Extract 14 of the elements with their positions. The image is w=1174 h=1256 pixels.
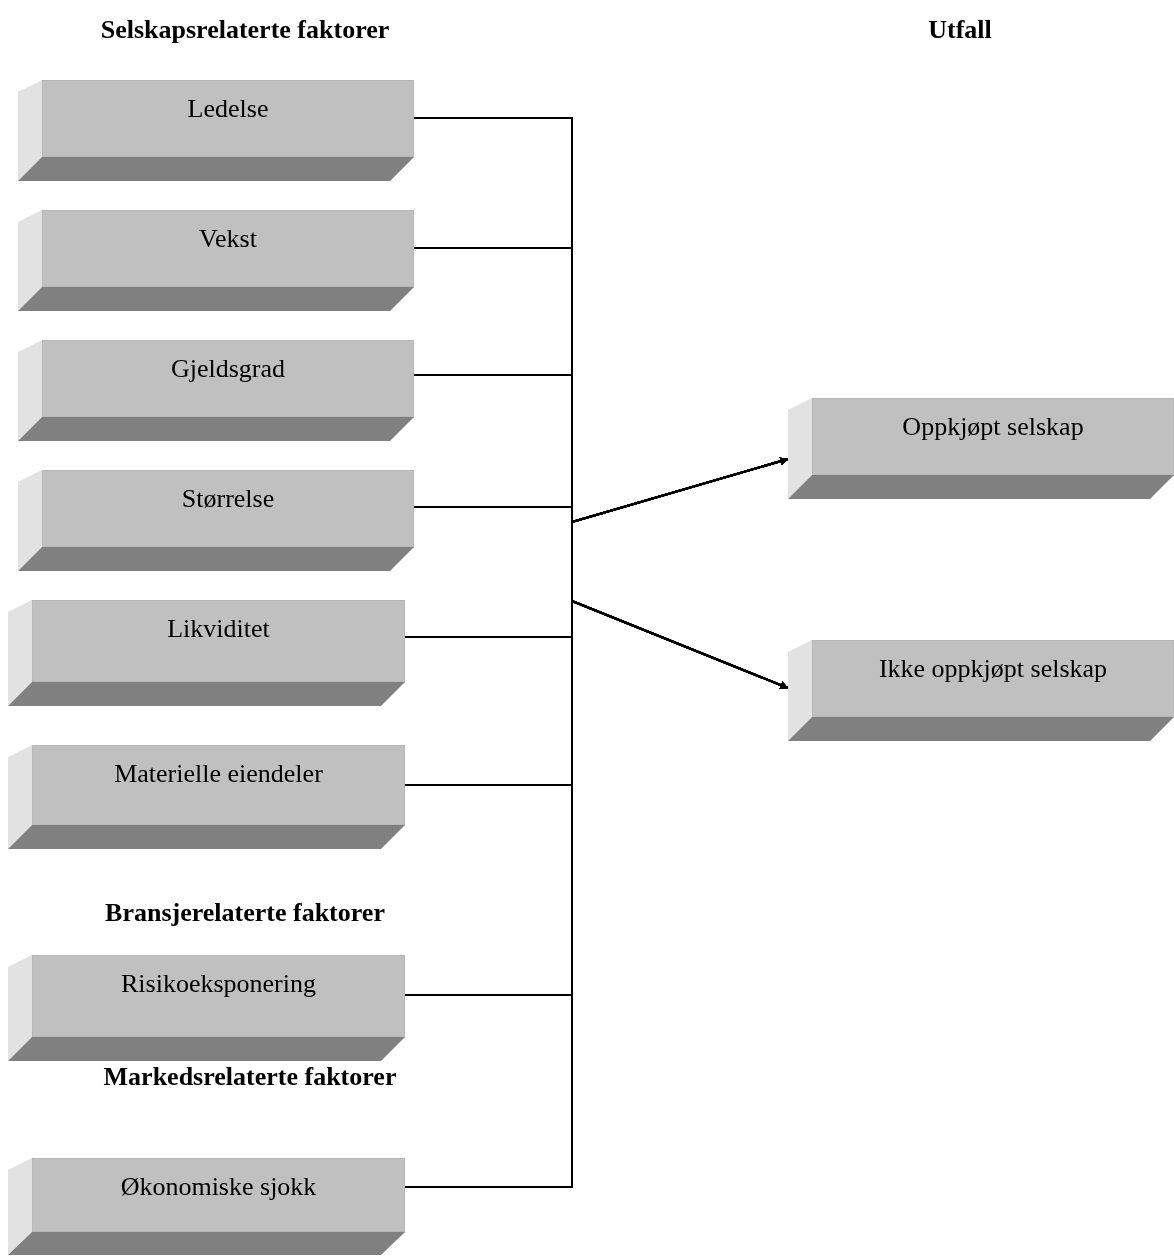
section-heading: Utfall xyxy=(927,14,993,46)
box-label: Ledelse xyxy=(187,94,269,124)
box-label: Oppkjøpt selskap xyxy=(902,412,1084,442)
box-label: Økonomiske sjokk xyxy=(120,1172,317,1202)
box-label: Likviditet xyxy=(167,614,270,644)
box-label: Størrelse xyxy=(181,484,275,514)
box-label: Risikoeksponering xyxy=(121,969,316,999)
box-label: Ikke oppkjøpt selskap xyxy=(878,654,1108,684)
box-label: Materielle eiendeler xyxy=(114,759,323,789)
box-label: Gjeldsgrad xyxy=(170,354,286,384)
box-label: Vekst xyxy=(199,224,257,254)
section-heading: Selskapsrelaterte faktorer xyxy=(99,14,391,46)
section-heading: Bransjerelaterte faktorer xyxy=(104,897,386,929)
section-heading: Markedsrelaterte faktorer xyxy=(102,1061,398,1093)
